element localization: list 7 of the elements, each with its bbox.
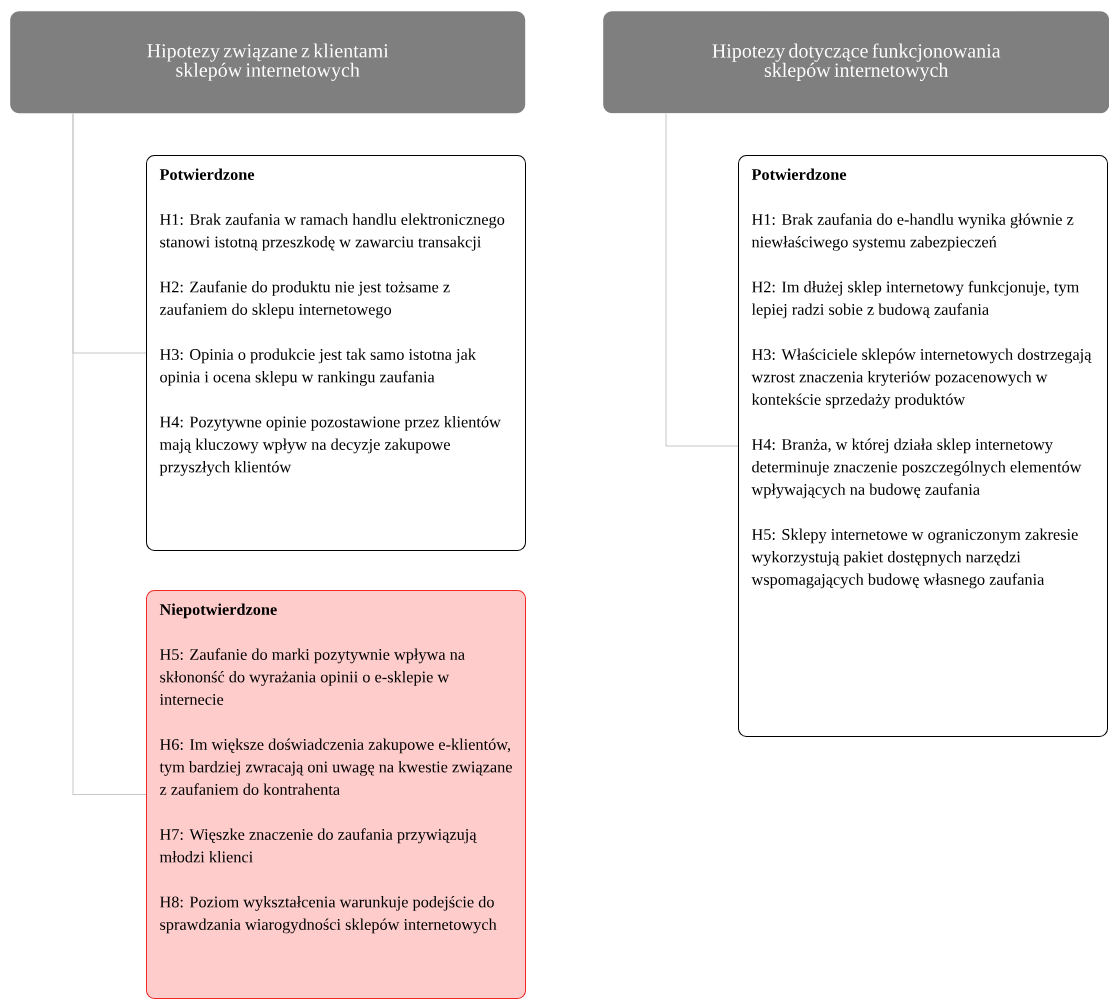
category-header: Hipotezy dotyczące funkcjonowania sklepów internetowych: [603, 11, 1109, 114]
hypothesis-box: Potwierdzone H1: Brak zaufania do e-handlu wynika głównie z niewłaściwego systemu zabezpieczeń H2: Im dłużej sklep internetowy funkcjonuje, tym lepiej radzi sobie z budową zaufania H3: Właściciele sklepów internetowych dostrzegają wzrost znaczenia kryteriów pozacenowych w kontekście sprzedaży produktów H4: Branża, w której działa sklep internetowy determinuje znaczenie poszczególnych elementów wpływających na budowę zaufania H5: Sklepy internetowe w ograniczonym zakresie wykorzystują pakiet dostępnych narzędzi wspomagających budowę własnego zaufania: [738, 155, 1108, 737]
connector-line: [665, 112, 739, 447]
hypothesis-box: Potwierdzone H1: Brak zaufania w ramach handlu elektronicznego stanowi istotną przeszkodę w zawarciu transakcji H2: Zaufanie do produktu nie jest tożsame z zaufaniem do sklepu internetowego H3: Opinia o produkcie jest tak samo istotna jak opinia i ocena sklepu w rankingu zaufania H4: Pozytywne opinie pozostawione przez klientów mają kluczowy wpływ na decyzje zakupowe przyszłych klientów: [146, 155, 526, 551]
connector-line: [72, 112, 147, 795]
category-header: Hipotezy związane z klientami sklepów internetowych: [10, 11, 526, 114]
hypothesis-box: Niepotwierdzone H5: Zaufanie do marki pozytywnie wpływa na skłononść do wyrażania opinii o e-sklepie w internecie H6: Im większe doświadczenia zakupowe e-klientów, tym bardziej zwracają oni uwagę na kwestie związane z zaufaniem do kontrahenta H7: Więszke znaczenie do zaufania przywiązują młodzi klienci H8: Poziom wykształcenia warunkuje podejście do sprawdzania wiarogydności sklepów internetowych: [146, 590, 526, 999]
